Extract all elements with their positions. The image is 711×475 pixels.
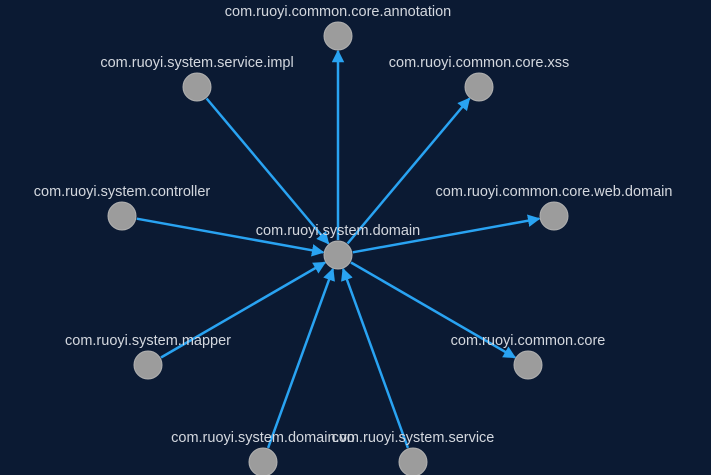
nodes-layer	[107, 21, 569, 475]
node-xss[interactable]	[464, 72, 494, 102]
node-label-domain-vo: com.ruoyi.system.domain.vo	[171, 430, 355, 446]
node-controller[interactable]	[107, 201, 137, 231]
edge-service-to-domain	[341, 267, 410, 449]
node-annotation[interactable]	[323, 21, 353, 51]
labels-layer: com.ruoyi.system.domain com.ruoyi.common.…	[34, 4, 673, 446]
node-domain-vo[interactable]	[248, 447, 278, 475]
node-core[interactable]	[513, 350, 543, 380]
node-label-xss: com.ruoyi.common.core.xss	[389, 55, 570, 71]
node-label-web-domain: com.ruoyi.common.core.web.domain	[436, 184, 673, 200]
node-label-service-impl: com.ruoyi.system.service.impl	[100, 55, 293, 71]
node-label-core: com.ruoyi.common.core	[451, 333, 606, 349]
node-label-annotation: com.ruoyi.common.core.annotation	[225, 4, 451, 20]
node-label-service: com.ruoyi.system.service	[332, 430, 495, 446]
edge-domain-to-web_domain	[352, 214, 541, 254]
edge-domain-to-core	[350, 261, 517, 359]
node-domain[interactable]	[323, 240, 353, 270]
node-service[interactable]	[398, 447, 428, 475]
node-web-domain[interactable]	[539, 201, 569, 231]
node-label-mapper: com.ruoyi.system.mapper	[65, 333, 231, 349]
edge-mapper-to-domain	[160, 261, 327, 359]
node-label-domain: com.ruoyi.system.domain	[256, 223, 420, 239]
edge-service_impl-to-domain	[205, 97, 330, 245]
edge-controller-to-domain	[136, 217, 325, 257]
edge-domain_vo-to-domain	[266, 267, 335, 449]
node-mapper[interactable]	[133, 350, 163, 380]
node-label-controller: com.ruoyi.system.controller	[34, 184, 211, 200]
edge-domain-to-xss	[346, 97, 471, 245]
node-service-impl[interactable]	[182, 72, 212, 102]
edges-layer	[136, 49, 541, 449]
